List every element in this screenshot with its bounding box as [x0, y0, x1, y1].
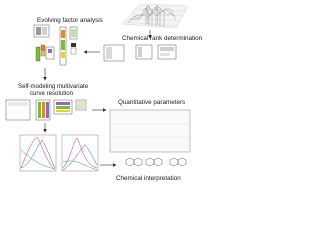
resolved-profile-plots — [19, 134, 99, 172]
surface-plot-3d — [121, 3, 189, 29]
mcr-matrices — [5, 99, 87, 121]
quant-title: Quantitative parameters — [118, 99, 186, 106]
efa-title: Evolving factor analysis — [37, 17, 103, 24]
efa-illustration — [33, 24, 78, 66]
interp-title: Chemical interpretation — [116, 175, 181, 182]
rank-title: Chemical rank determination — [122, 35, 203, 42]
rank-matrices — [103, 44, 177, 62]
mcr-title-line1: Self-modeling multivariate — [18, 83, 89, 90]
chemical-structures — [125, 157, 187, 167]
quantitative-panel — [109, 109, 191, 153]
mcr-title-line2: curve resolution — [30, 90, 74, 97]
workflow-diagram — [5, 3, 191, 172]
flow-arrows — [43, 30, 152, 167]
